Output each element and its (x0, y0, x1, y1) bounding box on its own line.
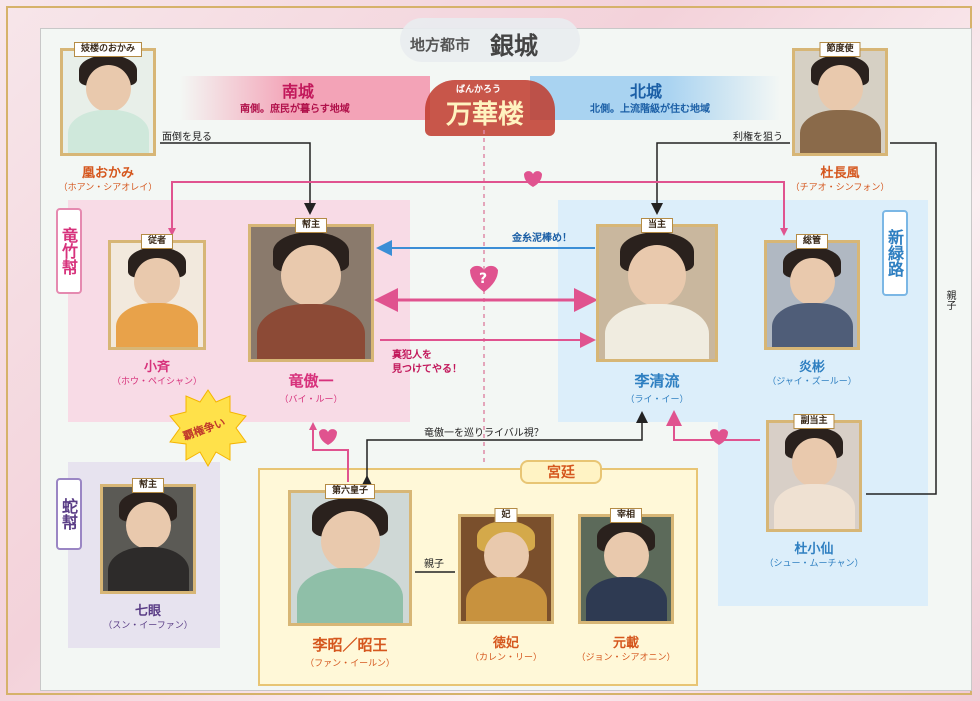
reading-setsudoshi: （チアオ・シンフォン） (790, 183, 890, 193)
name-juusha: 小斉 (143, 360, 171, 375)
reading-ryugoichi: （バイ・ルー） (279, 395, 343, 405)
group-ryuchikuho: 竜竹幇 (56, 208, 82, 294)
city-title: 地方都市 (410, 36, 471, 54)
name-okami: 凰おかみ (81, 166, 135, 181)
portrait-setsudoshi (792, 48, 888, 156)
reading-prince: （ファン・イールン） (305, 659, 395, 669)
role-juusha: 従者 (140, 234, 174, 249)
reading-risei: （ライ・イー） (625, 395, 689, 405)
portrait-saisho (578, 514, 674, 624)
group-shinryokuro: 新緑路 (882, 210, 908, 296)
label-parent-child-right: 親子 (944, 290, 955, 310)
reading-tokuhi: （カレン・リー） (469, 653, 543, 663)
role-ryugoichi: 幇主 (294, 218, 328, 233)
city-cloud (400, 18, 580, 62)
role-prince: 第六皇子 (324, 484, 376, 499)
south-title: 南城 (282, 82, 315, 101)
building-logo (425, 80, 555, 136)
reading-shichigan: （スン・イーファン） (103, 621, 193, 631)
label-look-after: 面倒を見る (162, 132, 212, 143)
name-shichigan: 七眼 (134, 604, 162, 619)
group-dahou: 蛇幇 (56, 478, 82, 550)
label-rival: 竜傲一を巡りライバル視？ (424, 428, 544, 439)
portrait-prince (288, 490, 412, 626)
name-prince: 李昭／昭王 (312, 636, 388, 654)
label-parent-child: 親子 (424, 559, 444, 570)
portrait-toshousen (766, 420, 862, 532)
group-kyutei: 宮廷 (520, 460, 602, 484)
role-soukan: 総管 (795, 234, 829, 249)
reading-okami: （ホアン・シアオレイ） (58, 183, 158, 193)
reading-soukan: （ジャイ・ズールー） (767, 377, 857, 387)
label-gold-thief: 金糸泥棒め！ (512, 233, 572, 244)
south-banner (180, 76, 430, 120)
name-setsudoshi: 杜長風 (820, 166, 860, 181)
building-reading: ばんかろう (456, 85, 502, 95)
city-name: 銀城 (490, 32, 538, 60)
name-risei: 李清流 (634, 372, 680, 390)
reading-juusha: （ホウ・ペイシャン） (111, 377, 203, 387)
portrait-shichigan (100, 484, 196, 594)
question-mark: ? (479, 271, 488, 287)
role-setsudoshi: 節度使 (819, 42, 861, 57)
name-toshousen: 杜小仙 (794, 542, 834, 557)
label-true-culprit-2: 見つけてやる！ (392, 364, 462, 375)
role-okami: 妓楼のおかみ (73, 42, 143, 57)
label-target-interests: 利権を狙う (733, 132, 783, 143)
north-description: 北側。上流階級が住む地域 (590, 104, 710, 115)
role-tokuhi: 妃 (494, 508, 518, 523)
name-saisho: 元載 (612, 636, 640, 651)
portrait-okami (60, 48, 156, 156)
name-ryugoichi: 竜傲一 (288, 372, 334, 390)
name-soukan: 炎彬 (798, 360, 826, 375)
role-shichigan: 幇主 (131, 478, 165, 493)
portrait-juusha (108, 240, 206, 350)
portrait-soukan (764, 240, 860, 350)
name-tokuhi: 徳妃 (492, 636, 520, 651)
portrait-tokuhi (458, 514, 554, 624)
role-saisho: 宰相 (609, 508, 643, 523)
reading-toshousen: （シュー・ムーチャン） (764, 559, 864, 569)
north-banner (530, 76, 780, 120)
reading-saisho: （ジョン・シアオニン） (576, 653, 676, 663)
south-description: 南側。庶民が暮らす地域 (240, 104, 350, 115)
north-title: 北城 (630, 82, 663, 101)
portrait-ryugoichi (248, 224, 374, 362)
role-risei: 当主 (640, 218, 674, 233)
role-toshousen: 副当主 (793, 414, 835, 429)
portrait-risei (596, 224, 718, 362)
building-name: 万華楼 (446, 100, 525, 130)
label-true-culprit-1: 真犯人を (392, 350, 432, 361)
